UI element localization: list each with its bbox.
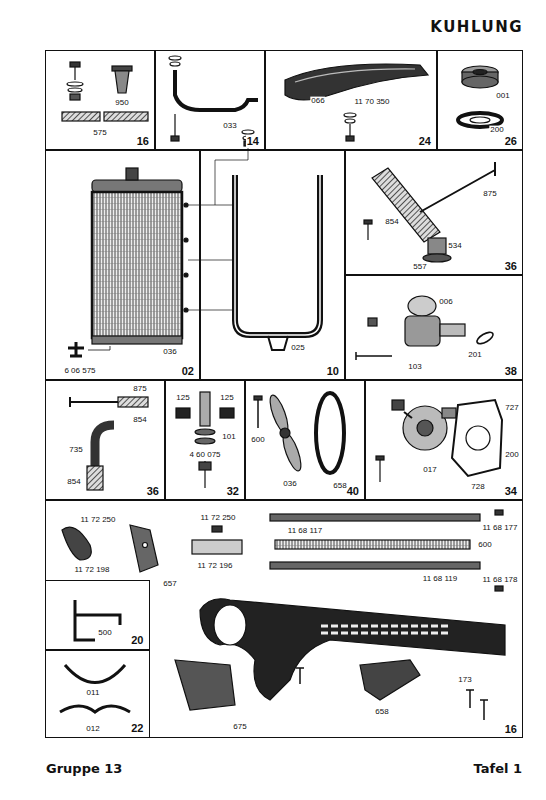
panel-cell: 02	[45, 150, 200, 380]
panel-number: 20	[130, 634, 144, 646]
callout-number: 006	[438, 298, 453, 307]
callout-number: 066	[310, 97, 325, 106]
callout-number: 11 72 198	[74, 566, 111, 575]
panel-number: 22	[130, 722, 144, 734]
callout-number: 727	[504, 404, 519, 413]
callout-number: 201	[467, 351, 482, 360]
callout-number: 001	[495, 92, 510, 101]
panel-number: 26	[504, 135, 518, 147]
callout-number: 103	[407, 363, 422, 372]
callout-number: 025	[290, 344, 305, 353]
footer-label: Gruppe 13	[45, 762, 123, 776]
callout-number: 173	[457, 676, 472, 685]
panel-cell: 14	[155, 50, 265, 150]
callout-number: 11 68 178	[482, 576, 519, 585]
callout-number: 11 72 196	[197, 562, 234, 571]
panel-number: 32	[226, 485, 240, 497]
panel-number: 10	[326, 365, 340, 377]
callout-number: 036	[282, 480, 297, 489]
callout-number: 11 68 117	[287, 527, 323, 536]
panel-cell: 36	[45, 380, 165, 500]
callout-number: 4 60 075	[188, 451, 221, 460]
callout-number: 875	[132, 385, 147, 394]
footer-label: Tafel 1	[473, 762, 523, 776]
callout-number: 675	[232, 723, 247, 732]
callout-number: 735	[68, 446, 83, 455]
panel-cell: 10	[200, 150, 345, 380]
panel-number: 34	[504, 485, 518, 497]
panel-number: 14	[246, 135, 260, 147]
callout-number: 875	[482, 190, 497, 199]
callout-number: 854	[132, 416, 147, 425]
callout-number: 500	[97, 629, 112, 638]
callout-number: 575	[92, 129, 107, 138]
callout-number: 200	[489, 126, 504, 135]
callout-number: 600	[477, 541, 492, 550]
callout-number: 125	[219, 394, 234, 403]
callout-number: 728	[470, 483, 485, 492]
callout-number: 557	[412, 263, 427, 272]
callout-number: 950	[114, 99, 129, 108]
callout-number: 101	[221, 433, 236, 442]
callout-number: 854	[384, 218, 399, 227]
callout-number: 854	[66, 478, 81, 487]
panel-cell: 38	[345, 275, 523, 380]
panel-cell: 36	[345, 150, 523, 275]
panel-number: 16	[504, 723, 518, 735]
panel-cell: 20	[45, 580, 150, 650]
callout-number: 600	[250, 436, 265, 445]
panel-cell: 16 20 22	[45, 500, 523, 738]
panel-number: 36	[504, 260, 518, 272]
callout-number: 200	[504, 451, 519, 460]
callout-number: 11 72 250	[80, 516, 117, 525]
callout-number: 11 72 250	[200, 514, 237, 523]
panel-cell: 24	[265, 50, 437, 150]
callout-number: 125	[175, 394, 190, 403]
callout-number: 033	[222, 122, 237, 131]
panel-number: 24	[418, 135, 432, 147]
callout-number: 11 68 177	[482, 524, 519, 533]
callout-number: 11 70 350	[354, 98, 391, 107]
panel-number: 38	[504, 365, 518, 377]
panel-number: 40	[346, 485, 360, 497]
callout-number: 6 06 575	[63, 367, 96, 376]
panel-number: 36	[146, 485, 160, 497]
panel-number: 02	[181, 365, 195, 377]
callout-number: 011	[86, 689, 101, 698]
callout-number: 657	[162, 580, 177, 589]
callout-number: 036	[162, 348, 177, 357]
callout-number: 534	[447, 242, 462, 251]
panel-number: 16	[136, 135, 150, 147]
callout-number: 11 68 119	[422, 575, 458, 584]
callout-number: 658	[332, 482, 347, 491]
callout-number: 012	[85, 725, 100, 734]
callout-number: 017	[422, 466, 437, 475]
panel-cell: 34	[365, 380, 523, 500]
page-title: KUHLUNG	[430, 18, 523, 36]
callout-number: 658	[374, 708, 389, 717]
